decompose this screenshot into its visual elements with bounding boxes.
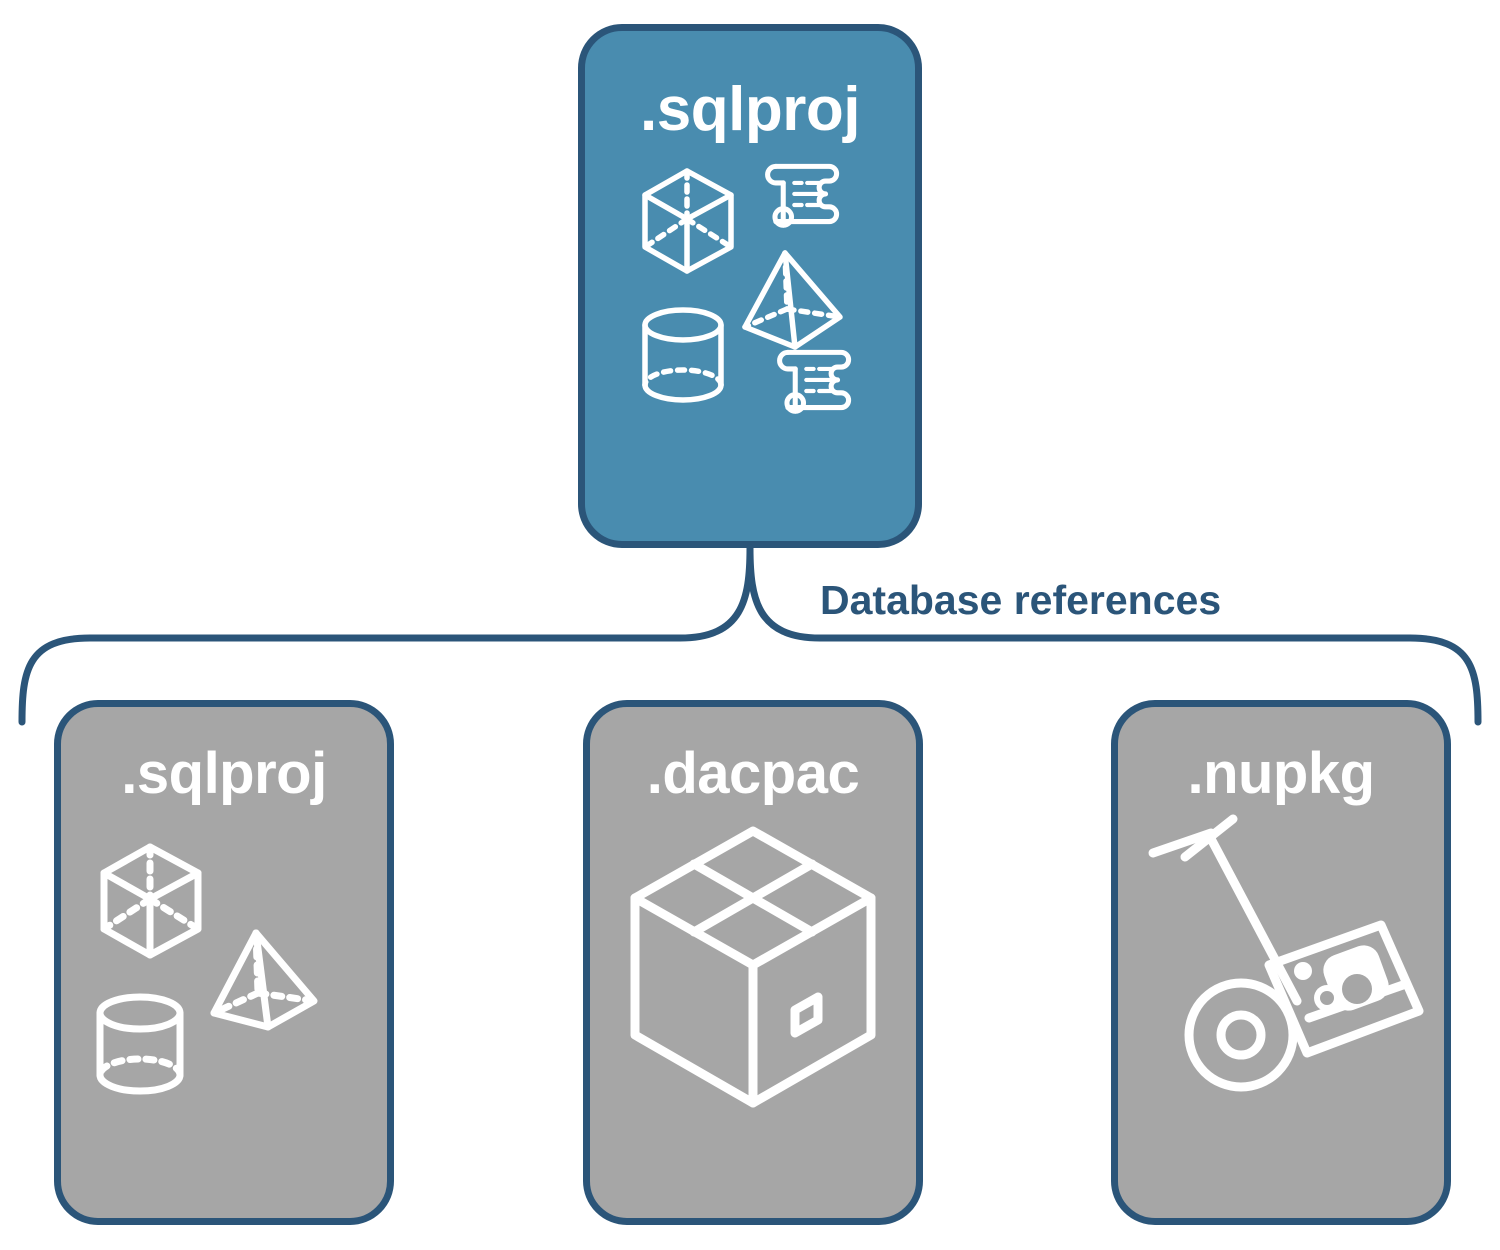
node-root-sqlproj[interactable]: .sqlproj — [578, 24, 922, 548]
cube-wireframe-icon — [642, 168, 734, 274]
cube-wireframe-icon — [100, 843, 202, 959]
connector-label: Database references — [810, 577, 1232, 625]
package-box-svg — [630, 826, 876, 1108]
cylinder-wireframe-icon — [642, 307, 724, 403]
dacpac-icon-group — [603, 813, 903, 1143]
node-leaf-nupkg[interactable]: .nupkg — [1111, 700, 1451, 1225]
node-leaf-sqlproj[interactable]: .sqlproj — [54, 700, 394, 1225]
nupkg-icon-group — [1131, 813, 1431, 1143]
node-leaf-nupkg-label: .nupkg — [1187, 741, 1375, 806]
sqlproj-shapes-svg — [96, 843, 318, 1095]
node-leaf-sqlproj-label: .sqlproj — [121, 741, 327, 806]
package-box-icon — [630, 826, 876, 1108]
hand-truck-svg — [1148, 814, 1424, 1092]
root-icon-group — [635, 157, 865, 427]
nuget-package-icon — [1264, 920, 1424, 1058]
cylinder-wireframe-icon — [96, 993, 184, 1095]
node-root-label: .sqlproj — [640, 75, 860, 144]
sqlproj-icon-group — [74, 813, 374, 1143]
pyramid-wireframe-icon — [742, 250, 843, 350]
scroll-icon — [765, 163, 840, 228]
root-shapes-svg — [642, 163, 852, 414]
pyramid-wireframe-icon — [210, 929, 318, 1031]
scroll-icon — [777, 349, 852, 414]
node-leaf-dacpac[interactable]: .dacpac — [583, 700, 923, 1225]
node-leaf-dacpac-label: .dacpac — [646, 741, 860, 806]
